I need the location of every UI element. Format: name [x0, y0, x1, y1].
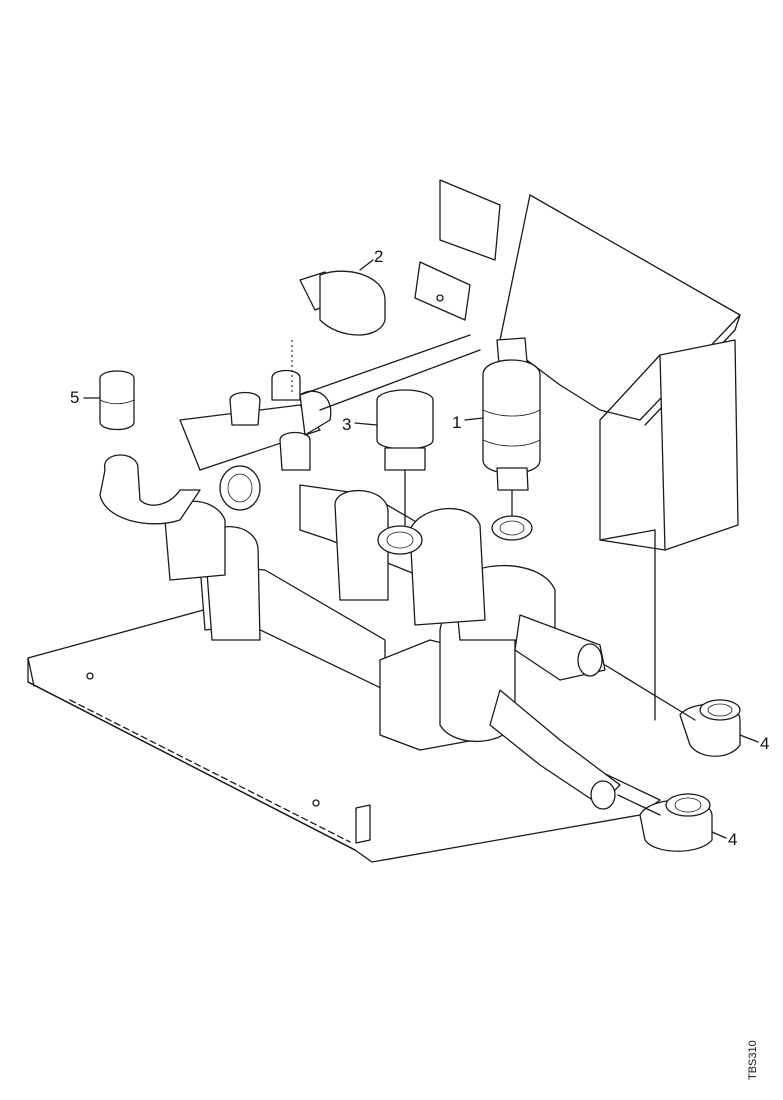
svg-text:3: 3 — [342, 415, 351, 434]
pressure-switch — [482, 337, 541, 516]
svg-text:4: 4 — [728, 830, 737, 849]
cap-fitting — [376, 389, 434, 526]
callout-label-2: 2 — [359, 247, 383, 271]
coupling-fitting — [99, 370, 135, 431]
figure-reference: TBS310 — [747, 1040, 759, 1080]
temperature-sensor — [291, 270, 386, 395]
svg-text:2: 2 — [374, 247, 383, 266]
svg-text:4: 4 — [760, 734, 769, 753]
callout-label-3: 3 — [342, 415, 378, 434]
callout-label-4-upper: 4 — [739, 734, 769, 753]
callout-label-4-lower: 4 — [711, 830, 737, 849]
svg-text:5: 5 — [70, 388, 79, 407]
elbow-fitting-lower — [617, 793, 713, 852]
callout-label-1: 1 — [452, 413, 484, 432]
callout-label-5: 5 — [70, 388, 101, 407]
elbow-fitting-upper — [604, 664, 741, 757]
mounting-bracket — [414, 179, 741, 721]
pipe-manifold — [99, 334, 621, 810]
svg-text:1: 1 — [452, 413, 461, 432]
